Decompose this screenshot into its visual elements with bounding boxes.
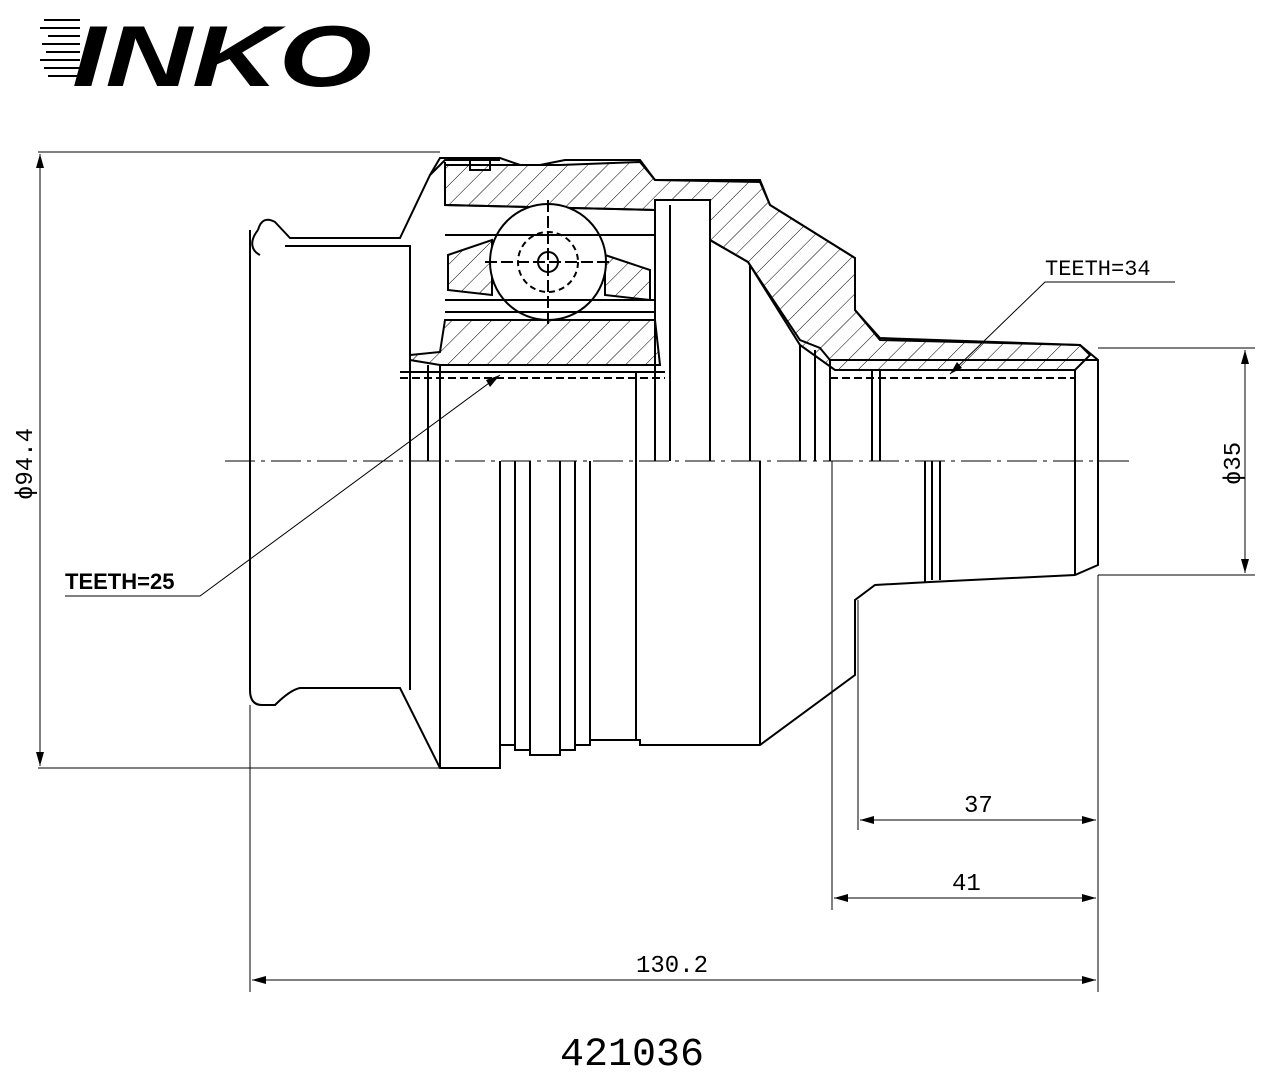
dimension-lines: [36, 151, 1255, 992]
overall-length-label: 130.2: [636, 953, 708, 980]
logo-speed-lines: [40, 19, 80, 77]
outer-diameter-label: ϕ94.4: [13, 428, 40, 500]
dimension-37-label: 37: [964, 793, 993, 820]
teeth-outer-label: TEETH=34: [1045, 257, 1151, 282]
dimension-41-label: 41: [952, 871, 981, 898]
leader-arrow-heads: [486, 362, 962, 387]
brand-logo: INKO: [40, 9, 372, 105]
teeth-inner-label: TEETH=25: [65, 569, 174, 594]
logo-text: INKO: [72, 9, 372, 105]
shaft-diameter-label: ϕ35: [1221, 442, 1248, 485]
lower-exterior-view: [249, 461, 1099, 769]
part-number: 421036: [560, 1033, 704, 1078]
upper-section-view: [249, 157, 1099, 461]
